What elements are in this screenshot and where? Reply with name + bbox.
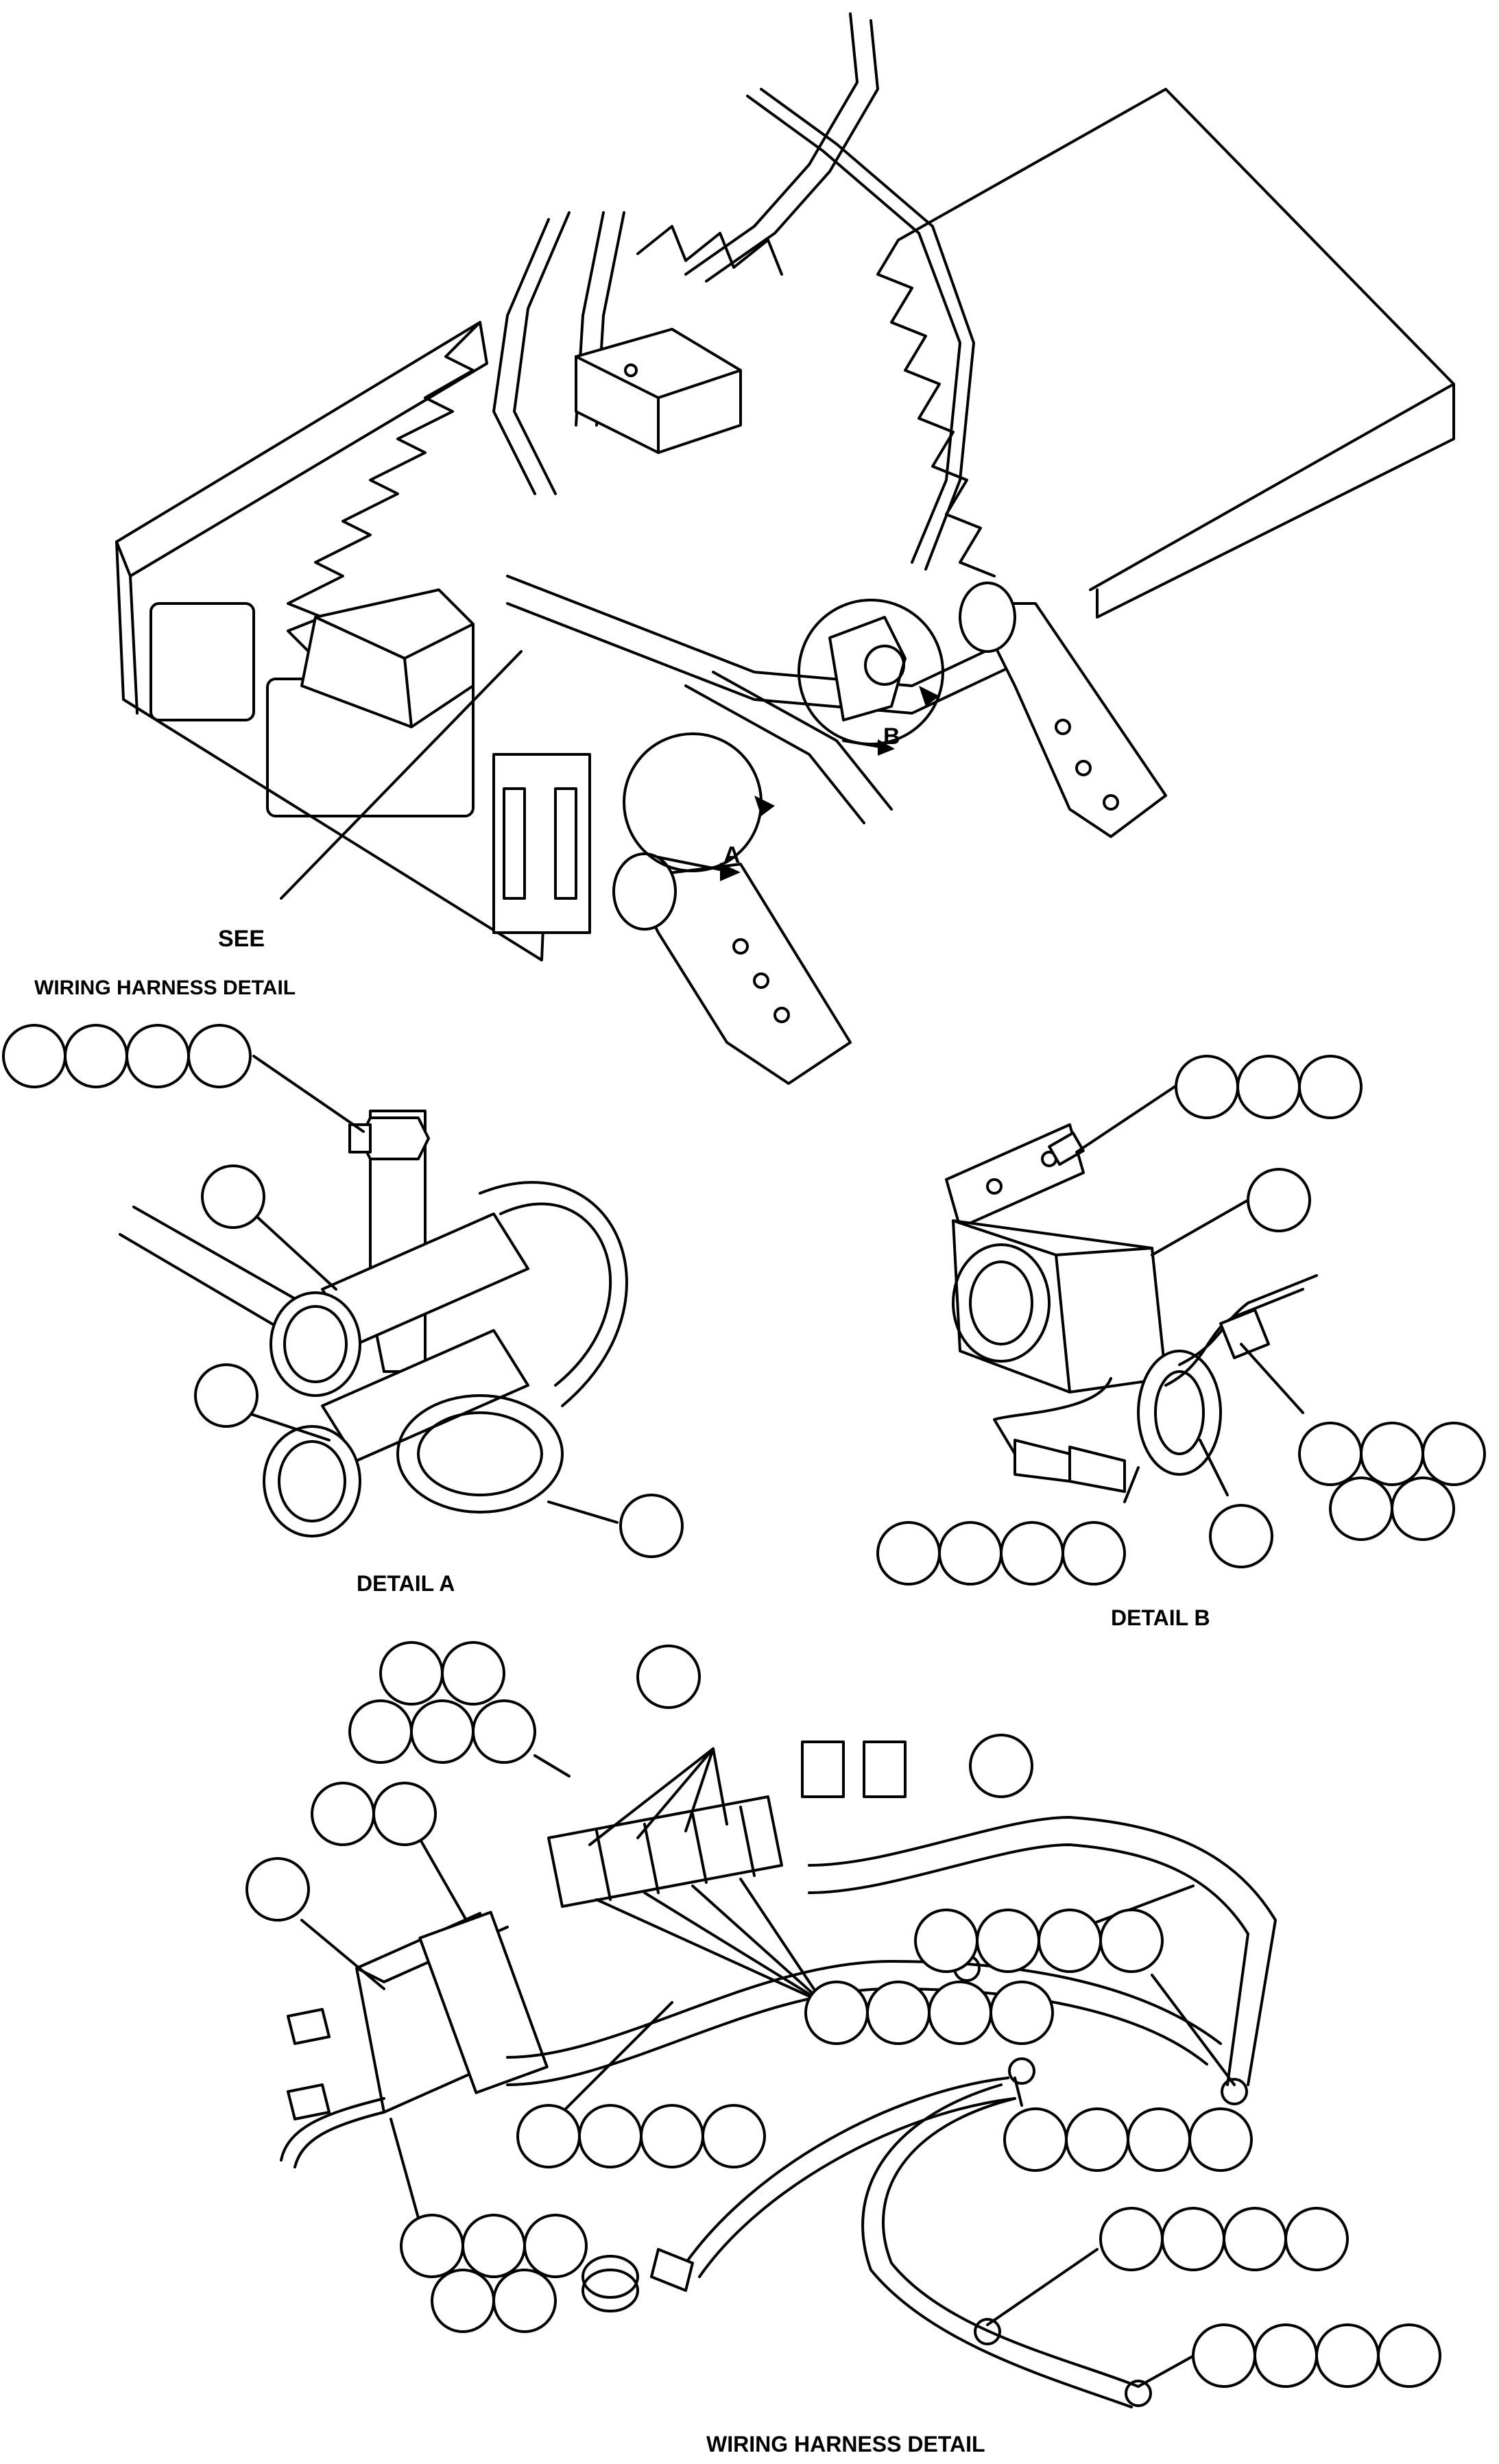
callout-balloon — [1062, 1521, 1126, 1586]
callout-balloon — [636, 1644, 701, 1709]
callout-balloon — [578, 2104, 643, 2168]
callout-balloon — [125, 1024, 190, 1088]
callout-balloon — [619, 1494, 684, 1558]
callout-balloon — [1099, 2207, 1164, 2271]
callout-balloon — [1236, 1055, 1301, 1119]
detail-a-label: DETAIL A — [357, 1571, 455, 1596]
detail-a-view: DETAIL A — [119, 1055, 628, 1596]
callout-balloon — [311, 1782, 375, 1846]
callout-balloon — [1360, 1422, 1424, 1486]
callout-balloon — [1099, 1909, 1164, 1973]
callout-balloon — [410, 1699, 475, 1764]
callout-balloon — [64, 1024, 128, 1088]
callout-balloon — [1209, 1504, 1273, 1568]
see-label: SEE — [218, 926, 265, 952]
callout-balloon — [441, 1641, 505, 1706]
callout-balloon — [1254, 2323, 1318, 2388]
callout-balloon — [1038, 1909, 1102, 1973]
detail-b-label: DETAIL B — [1111, 1605, 1210, 1630]
callout-balloon — [1000, 1521, 1064, 1586]
callout-balloon — [1284, 2207, 1349, 2271]
detail-b-view: DETAIL B — [945, 1082, 1318, 1630]
callout-balloon — [1003, 2107, 1068, 2172]
callout-balloon — [372, 1782, 437, 1846]
callout-balloon — [2, 1024, 67, 1088]
callout-balloon — [492, 2269, 557, 2333]
callout-balloon — [928, 1981, 992, 2045]
callout-balloon — [516, 2104, 581, 2168]
callout-balloon — [1298, 1422, 1363, 1486]
callout-balloon — [431, 2269, 495, 2333]
callout-balloon — [400, 2214, 464, 2278]
callout-balloon — [701, 2104, 766, 2168]
callout-balloon — [866, 1981, 931, 2045]
callout-balloon — [1223, 2207, 1287, 2271]
callout-balloon — [1175, 1055, 1239, 1119]
callout-balloon — [1192, 2323, 1256, 2388]
top-wiring-harness-detail-label: WIRING HARNESS DETAIL — [34, 977, 296, 999]
callout-balloon — [194, 1363, 259, 1428]
callout-balloon — [876, 1521, 941, 1586]
callout-balloon — [1298, 1055, 1363, 1119]
callout-balloons — [2, 1024, 1486, 2388]
callout-balloon — [461, 2214, 526, 2278]
callout-balloon — [1065, 2107, 1129, 2172]
callout-balloon — [976, 1909, 1040, 1973]
callout-balloon — [938, 1521, 1003, 1586]
detail-a-marker: A — [723, 842, 741, 868]
top-assembly-view: SEE WIRING HARNESS DETAIL A B — [34, 12, 1455, 1085]
callout-balloon — [1422, 1422, 1486, 1486]
callout-balloon — [1315, 2323, 1380, 2388]
callout-balloon — [201, 1164, 265, 1229]
callout-balloon — [1247, 1168, 1311, 1232]
bottom-harness-view: WIRING HARNESS DETAIL — [280, 1741, 1277, 2456]
callout-balloon — [348, 1699, 413, 1764]
callout-balloon — [990, 1981, 1054, 2045]
callout-balloon — [1377, 2323, 1441, 2388]
callout-balloon — [245, 1857, 310, 1922]
callout-balloon — [523, 2214, 588, 2278]
callout-balloon — [1188, 2107, 1253, 2172]
callout-balloon — [969, 1734, 1033, 1798]
callout-balloon — [1127, 2107, 1191, 2172]
callout-balloon — [472, 1699, 536, 1764]
bottom-wiring-harness-detail-label: WIRING HARNESS DETAIL — [706, 2432, 985, 2456]
callout-balloon — [1161, 2207, 1225, 2271]
callout-balloon — [1391, 1476, 1455, 1541]
callout-balloon — [379, 1641, 444, 1706]
detail-b-marker: B — [883, 723, 900, 750]
callout-balloon — [804, 1981, 869, 2045]
callout-balloon — [914, 1909, 979, 1973]
callout-balloon — [640, 2104, 704, 2168]
callout-balloon — [187, 1024, 252, 1088]
callout-balloon — [1329, 1476, 1393, 1541]
